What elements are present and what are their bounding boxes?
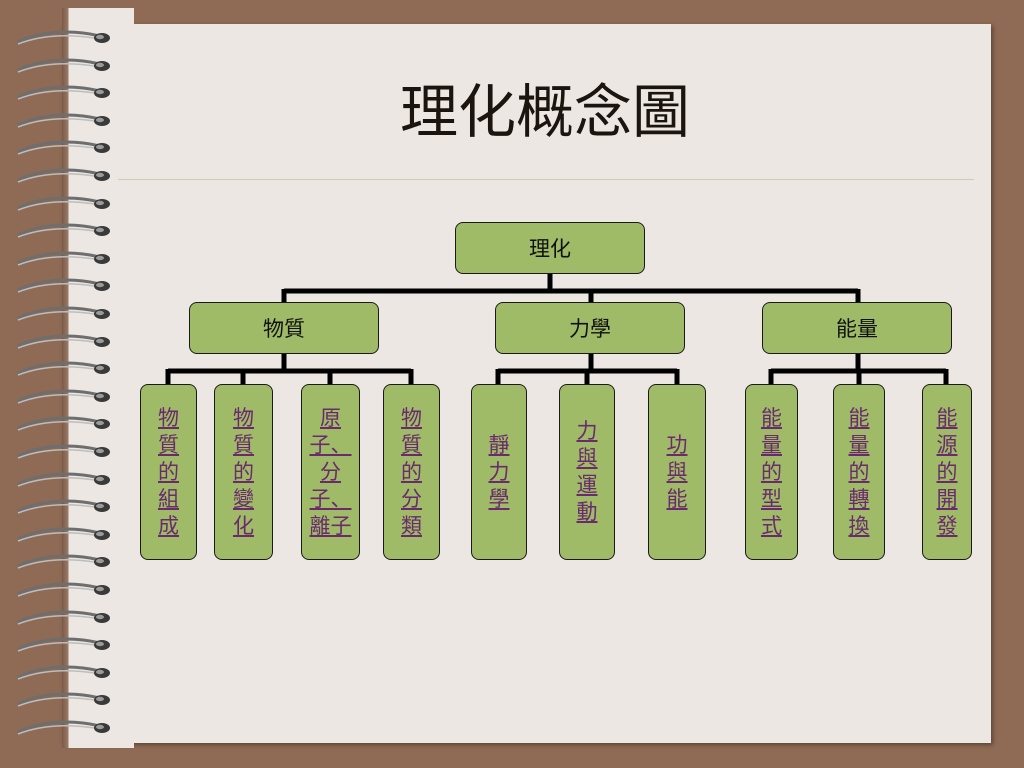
binding-ring-icon bbox=[14, 470, 114, 492]
leaf-node[interactable]: 能源的開發 bbox=[922, 384, 972, 560]
binding-ring-icon bbox=[14, 221, 114, 243]
binding-ring-icon bbox=[14, 166, 114, 188]
binding-ring-icon bbox=[14, 608, 114, 630]
binding-ring-icon bbox=[14, 332, 114, 354]
leaf-link[interactable]: 物質的變化 bbox=[233, 405, 254, 538]
leaf-link[interactable]: 力與運動 bbox=[576, 419, 598, 524]
leaf-node[interactable]: 功與能 bbox=[648, 384, 706, 560]
binding-ring-icon bbox=[14, 525, 114, 547]
leaf-node[interactable]: 物質的分類 bbox=[383, 384, 440, 560]
binding-ring-icon bbox=[14, 111, 114, 133]
page-edge bbox=[62, 8, 134, 748]
binding-ring-icon bbox=[14, 718, 114, 740]
leaf-link[interactable]: 能量的轉換 bbox=[848, 405, 870, 538]
binding-ring-icon bbox=[14, 359, 114, 381]
binding-ring-icon bbox=[14, 442, 114, 464]
leaf-link[interactable]: 功與能 bbox=[666, 432, 688, 511]
leaf-node[interactable]: 力與運動 bbox=[559, 384, 615, 560]
binding-ring-icon bbox=[14, 387, 114, 409]
category-node-mechanics[interactable]: 力學 bbox=[495, 302, 685, 354]
binding-ring-icon bbox=[14, 194, 114, 216]
leaf-link[interactable]: 能量的型式 bbox=[761, 405, 782, 538]
title-divider bbox=[118, 179, 974, 180]
binding-ring-icon bbox=[14, 276, 114, 298]
leaf-node[interactable]: 能量的型式 bbox=[745, 384, 798, 560]
leaf-node[interactable]: 靜力學 bbox=[471, 384, 527, 560]
root-node-label: 理化 bbox=[529, 237, 571, 261]
leaf-link[interactable]: 原子、分子、離子 bbox=[309, 405, 352, 538]
leaf-link[interactable]: 物質的組成 bbox=[158, 405, 179, 538]
binding-ring-icon bbox=[14, 497, 114, 519]
leaf-node[interactable]: 物質的組成 bbox=[140, 384, 197, 560]
category-label: 力學 bbox=[569, 317, 611, 341]
leaf-node[interactable]: 原子、分子、離子 bbox=[301, 384, 360, 560]
root-node[interactable]: 理化 bbox=[455, 222, 645, 274]
category-node-matter[interactable]: 物質 bbox=[189, 302, 379, 354]
binding-ring-icon bbox=[14, 414, 114, 436]
slide-page bbox=[62, 24, 991, 743]
binding-ring-icon bbox=[14, 304, 114, 326]
binding-ring-icon bbox=[14, 28, 114, 50]
leaf-link[interactable]: 能源的開發 bbox=[936, 405, 958, 538]
slide-title: 理化概念圖 bbox=[399, 78, 690, 146]
binding-ring-icon bbox=[14, 56, 114, 78]
category-node-energy[interactable]: 能量 bbox=[762, 302, 952, 354]
binding-ring-icon bbox=[14, 635, 114, 657]
binding-ring-icon bbox=[14, 138, 114, 160]
leaf-link[interactable]: 靜力學 bbox=[488, 432, 510, 511]
binding-ring-icon bbox=[14, 552, 114, 574]
binding-ring-icon bbox=[14, 663, 114, 685]
binding-ring-icon bbox=[14, 83, 114, 105]
leaf-node[interactable]: 物質的變化 bbox=[214, 384, 273, 560]
leaf-link[interactable]: 物質的分類 bbox=[401, 405, 422, 538]
leaf-node[interactable]: 能量的轉換 bbox=[833, 384, 885, 560]
category-label: 能量 bbox=[836, 317, 878, 341]
binding-ring-icon bbox=[14, 580, 114, 602]
category-label: 物質 bbox=[263, 317, 305, 341]
binding-ring-icon bbox=[14, 249, 114, 271]
binding-ring-icon bbox=[14, 690, 114, 712]
